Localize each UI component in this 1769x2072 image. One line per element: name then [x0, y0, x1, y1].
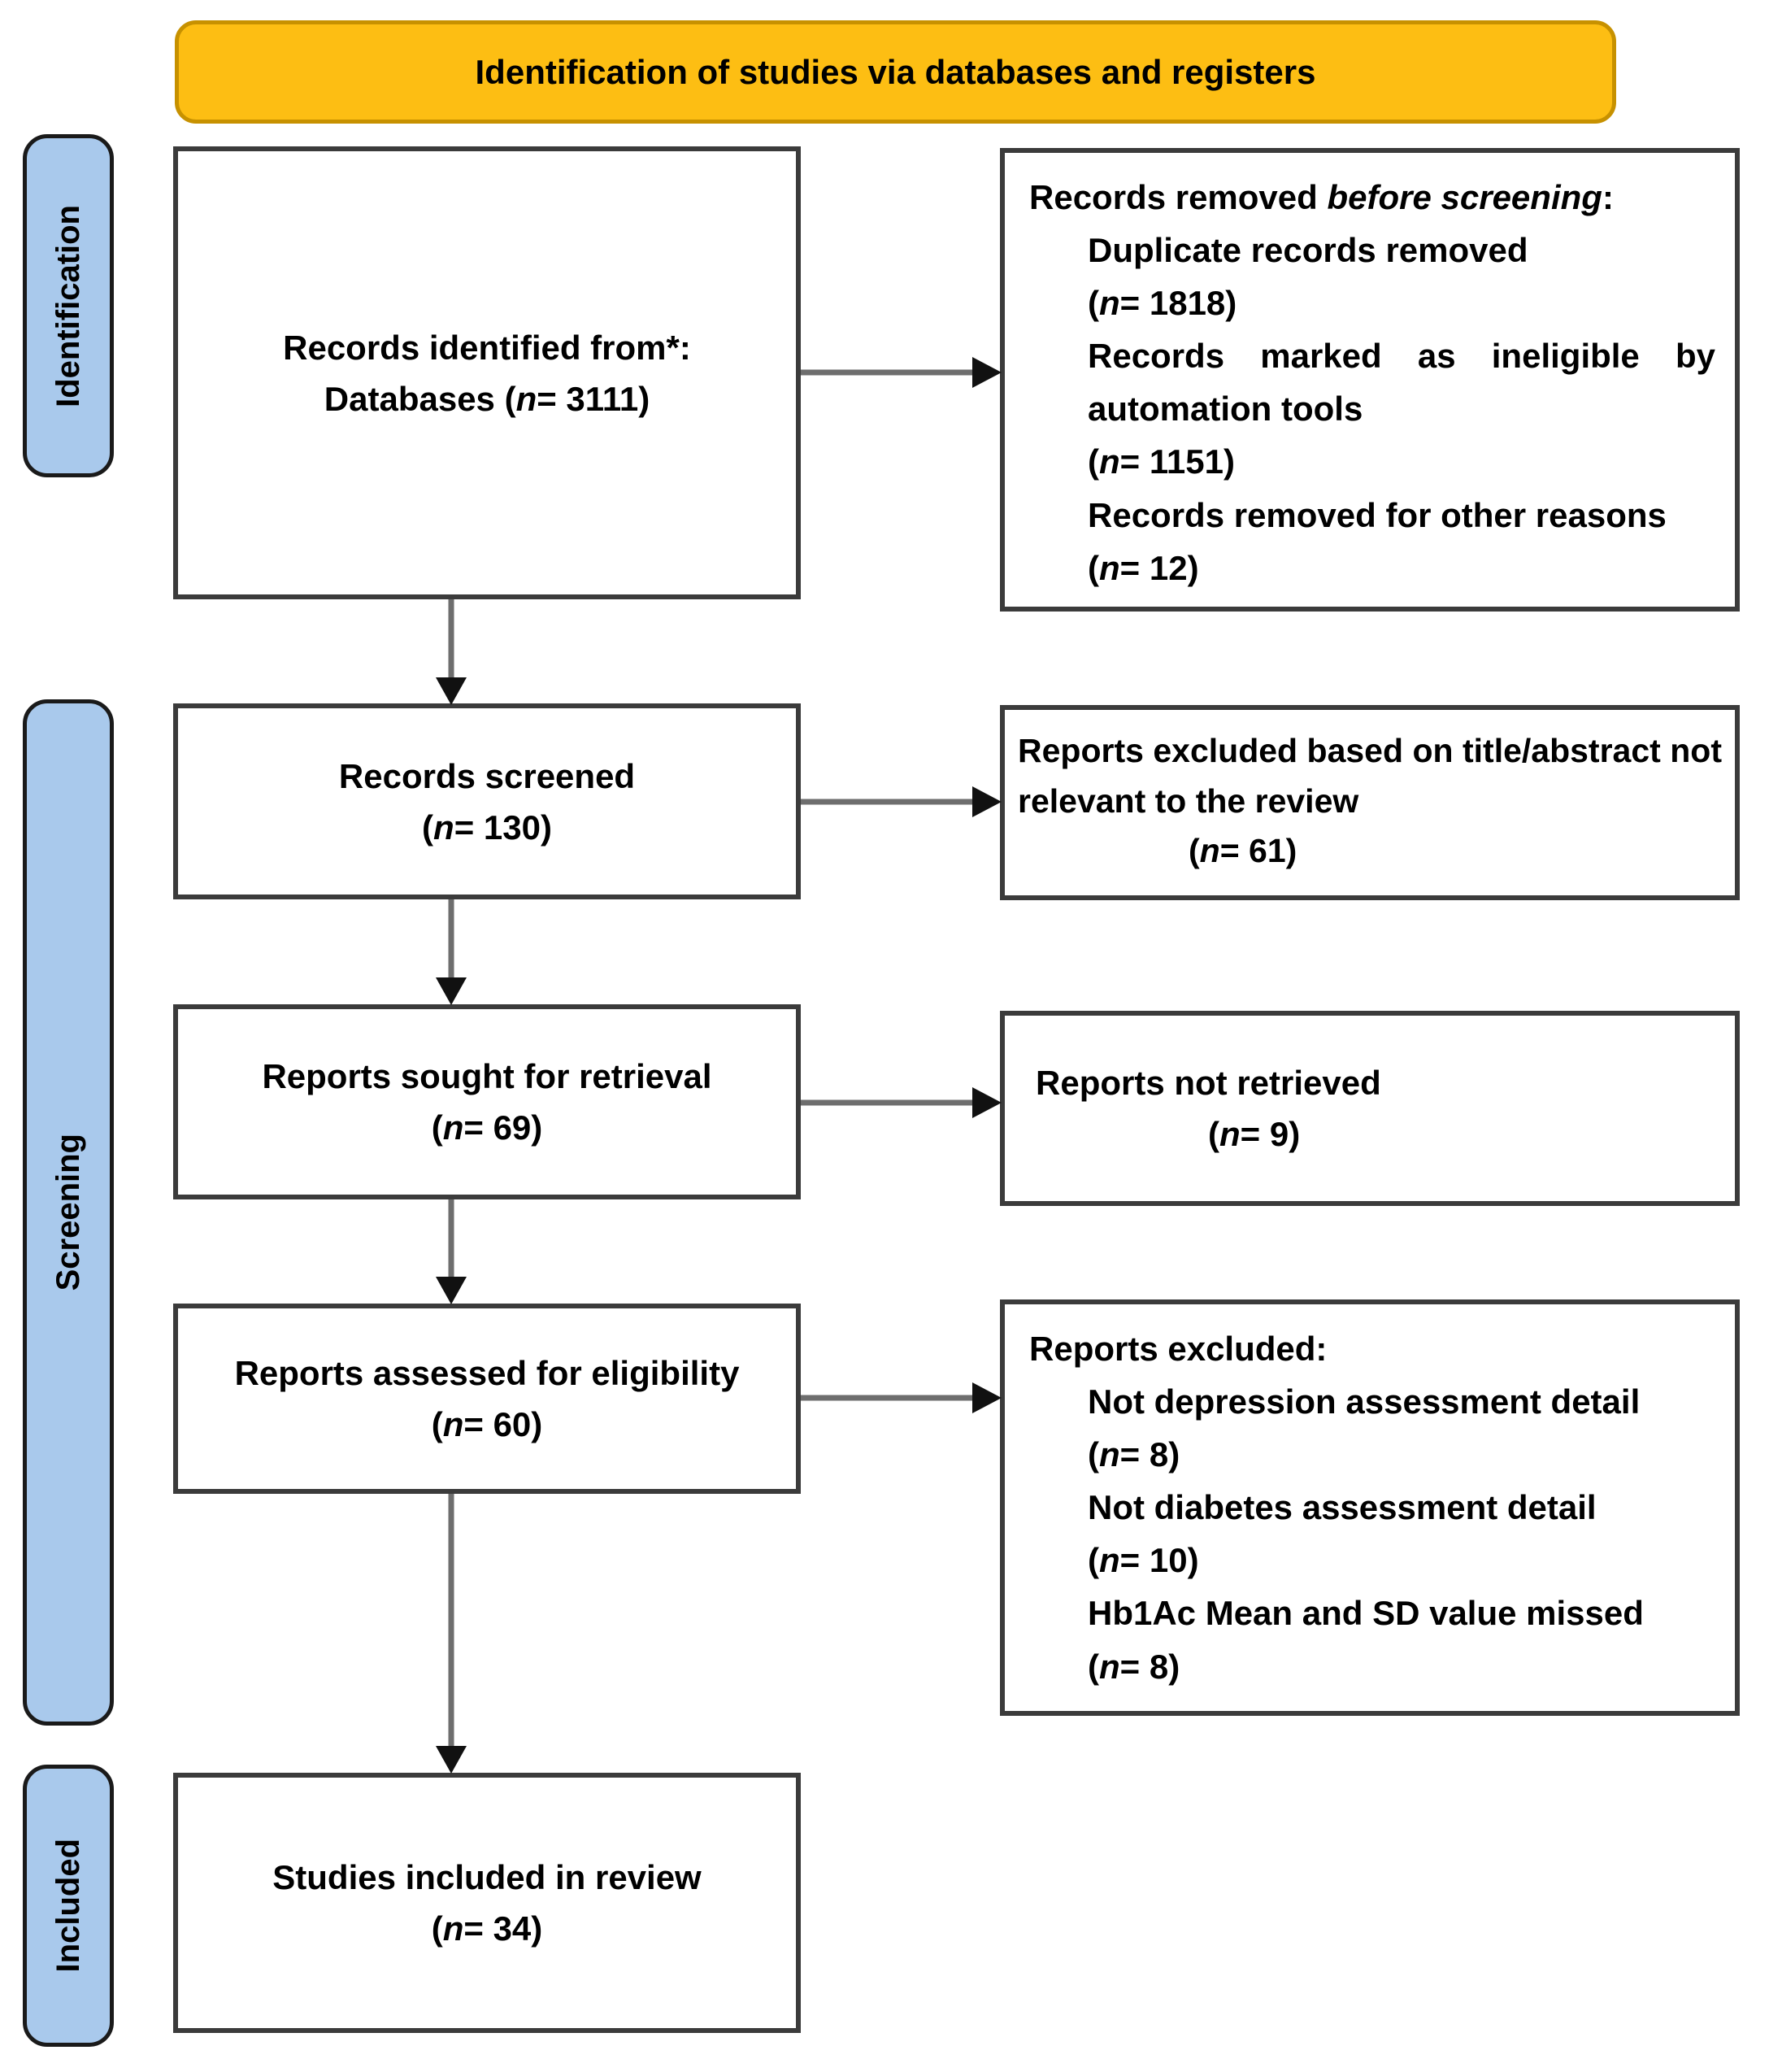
records-removed-heading-italic: before screening [1327, 178, 1602, 216]
reports-not-retrieved-count: (n= 9) [1208, 1115, 1301, 1153]
box-reports-assessed-eligibility: Reports assessed for eligibility (n= 60) [173, 1304, 801, 1494]
reports-assessed-count: (n= 60) [431, 1405, 543, 1443]
box-reports-not-retrieved: Reports not retrieved (n= 9) [1000, 1011, 1740, 1206]
records-removed-item-other-count: (n= 12) [1088, 548, 1199, 587]
banner-identification-databases: Identification of studies via databases … [175, 20, 1616, 124]
reports-excluded-item-hb1ac-count: (n= 8) [1088, 1647, 1180, 1686]
studies-included-count: (n= 34) [431, 1909, 543, 1948]
arrow-screened-to-sought [436, 899, 467, 1005]
arrow-identified-to-removed [801, 357, 1002, 388]
reports-sought-count: (n= 69) [431, 1108, 543, 1147]
arrow-assessed-to-included [436, 1494, 467, 1774]
records-removed-heading-suffix: : [1602, 178, 1614, 216]
records-removed-heading-prefix: Records removed [1029, 178, 1328, 216]
box-reports-sought-retrieval: Reports sought for retrieval (n= 69) [173, 1004, 801, 1199]
records-removed-item-automation-count: (n= 1151) [1088, 442, 1235, 481]
box-reports-excluded-title-abstract: Reports excluded based on title/abstract… [1000, 705, 1740, 900]
records-identified-count: Databases (n= 3111) [324, 379, 650, 418]
stage-label-included: Included [23, 1765, 114, 2047]
records-removed-item-automation: Records marked as ineligible by automati… [1088, 337, 1715, 429]
stage-label-screening: Screening [23, 699, 114, 1726]
stage-label-screening-text: Screening [50, 1134, 86, 1291]
box-studies-included: Studies included in review (n= 34) [173, 1773, 801, 2033]
records-screened-count: (n= 130) [422, 807, 552, 847]
stage-label-identification-text: Identification [50, 204, 86, 407]
reports-excluded-item-depression: Not depression assessment detail [1088, 1382, 1641, 1421]
records-removed-item-duplicates: Duplicate records removed [1088, 231, 1528, 270]
reports-assessed-title: Reports assessed for eligibility [234, 1354, 740, 1392]
arrow-assessed-to-excluded [801, 1382, 1002, 1413]
reports-excluded-screening-text: Reports excluded based on title/abstract… [1018, 732, 1722, 820]
box-records-screened: Records screened (n= 130) [173, 703, 801, 899]
records-screened-title: Records screened [338, 756, 636, 795]
arrow-sought-to-not-retrieved [801, 1087, 1002, 1118]
box-records-identified: Records identified from*: Databases (n= … [173, 146, 801, 599]
reports-excluded-item-depression-count: (n= 8) [1088, 1435, 1180, 1474]
reports-not-retrieved-text: Reports not retrieved [1036, 1064, 1381, 1102]
arrow-screened-to-excluded [801, 786, 1002, 817]
records-identified-line1: Records identified from*: [283, 328, 691, 367]
records-removed-item-duplicates-count: (n= 1818) [1088, 284, 1237, 323]
stage-label-identification: Identification [23, 134, 114, 477]
stage-label-included-text: Included [50, 1839, 86, 1973]
box-records-removed-before-screening: Records removed before screening: Duplic… [1000, 148, 1740, 612]
reports-excluded-screening-count: (n= 61) [1189, 832, 1297, 869]
box-reports-excluded-reasons: Reports excluded: Not depression assessm… [1000, 1299, 1740, 1716]
reports-excluded-heading: Reports excluded: [1029, 1330, 1328, 1368]
records-removed-item-other: Records removed for other reasons [1088, 495, 1667, 534]
records-removed-heading: Records removed before screening: [1029, 171, 1715, 224]
arrow-sought-to-assessed [436, 1199, 467, 1304]
reports-sought-title: Reports sought for retrieval [262, 1057, 712, 1095]
reports-excluded-item-diabetes: Not diabetes assessment detail [1088, 1488, 1597, 1527]
arrow-identified-to-screened [436, 599, 467, 705]
studies-included-title: Studies included in review [272, 1858, 702, 1896]
reports-excluded-item-diabetes-count: (n= 10) [1088, 1541, 1199, 1580]
reports-excluded-item-hb1ac: Hb1Ac Mean and SD value missed [1088, 1594, 1644, 1633]
banner-title: Identification of studies via databases … [475, 52, 1316, 91]
